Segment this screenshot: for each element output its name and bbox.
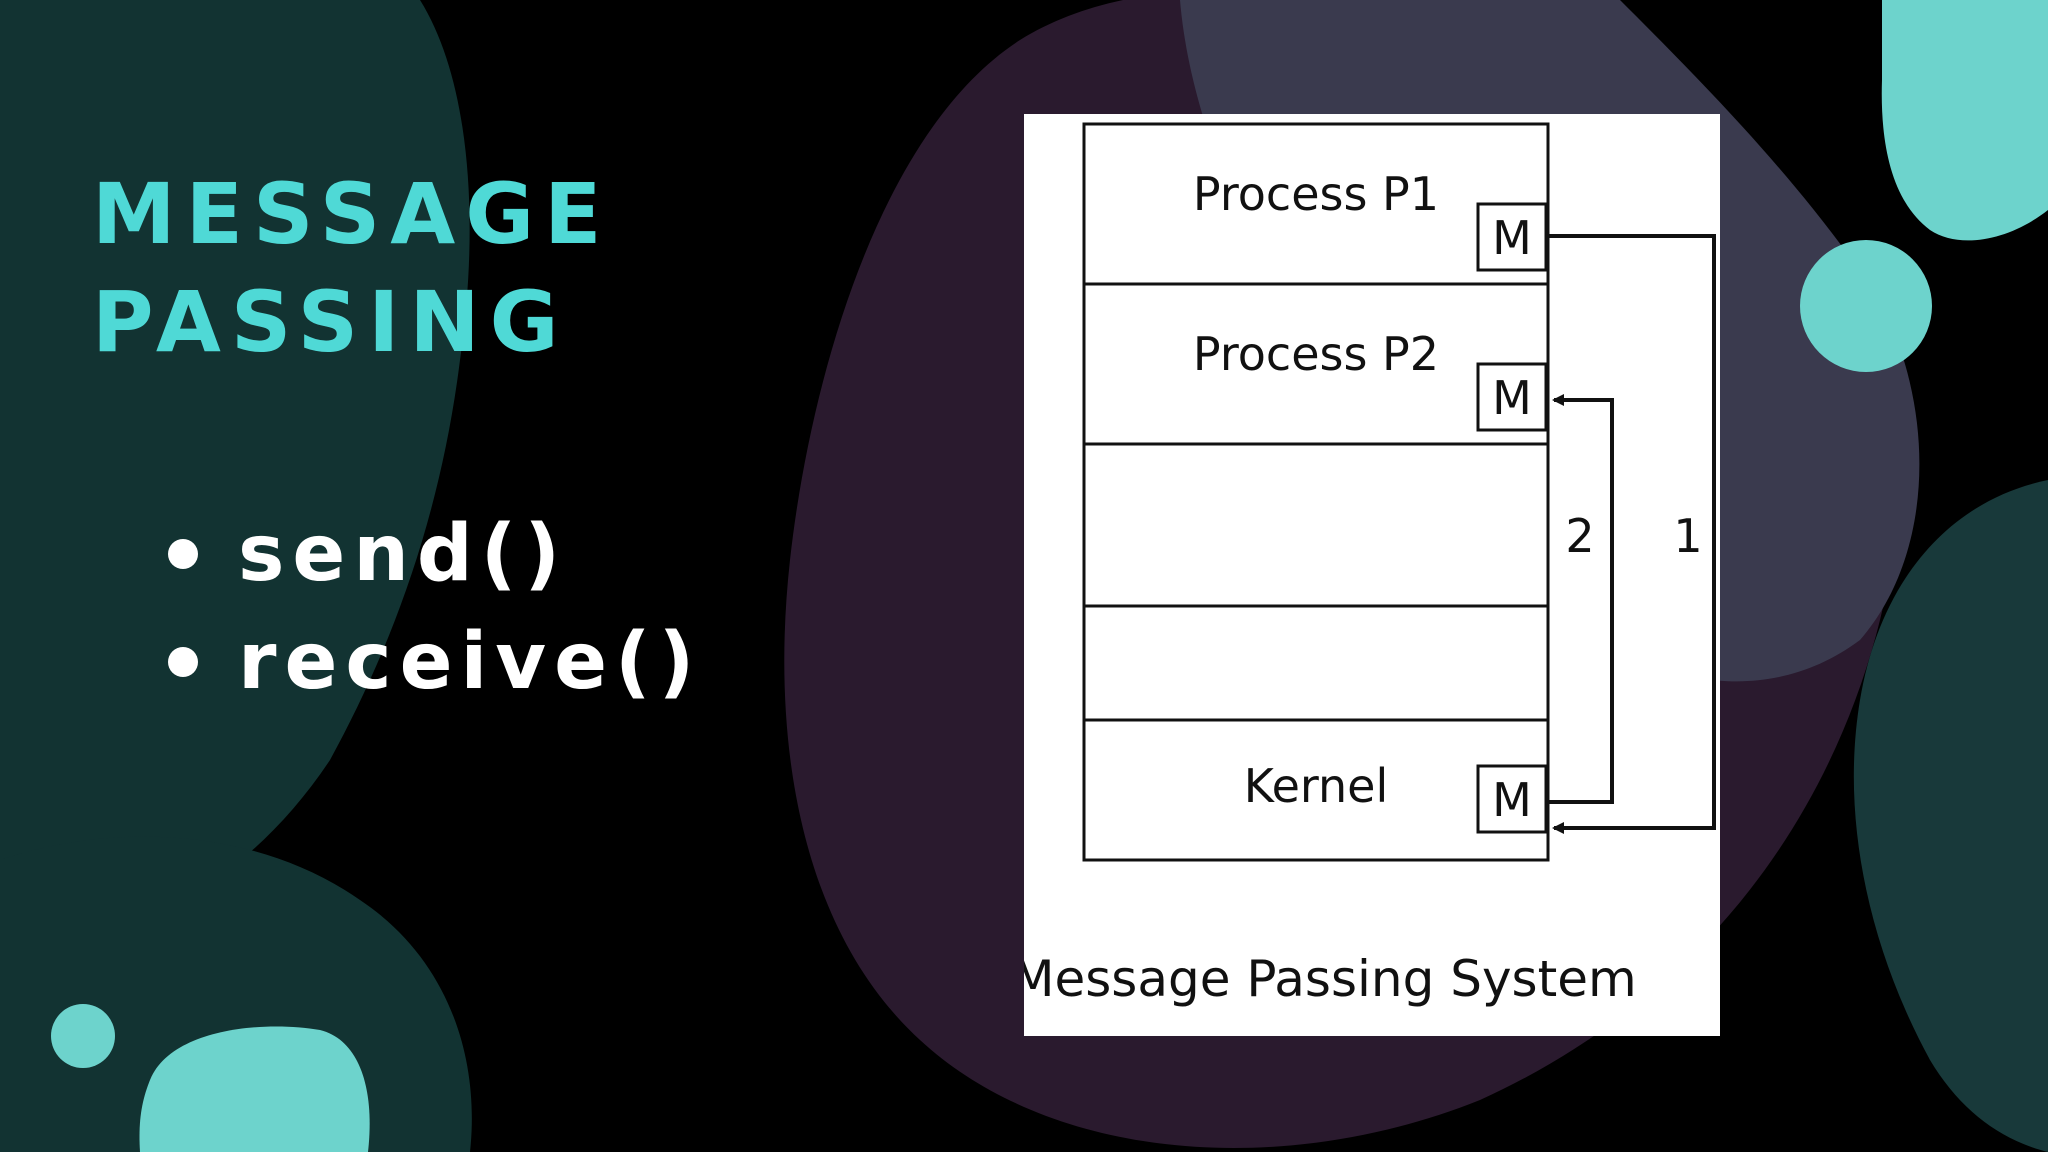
diagram-caption: Message Passing System: [1024, 950, 1637, 1008]
diagram-panel: Process P1 Process P2 Kernel M M M 1 2 M…: [1024, 114, 1720, 1036]
slide-title-line-1: MESSAGE: [92, 165, 612, 263]
arrow-2-path: [1548, 394, 1614, 804]
blob-teal-light-top: [1881, 0, 2048, 241]
label-process-p2: Process P2: [1193, 327, 1439, 381]
mailbox-kernel-label: M: [1492, 773, 1532, 827]
mailbox-p2: [1476, 362, 1548, 432]
region-empty-2: [1082, 604, 1550, 722]
bullet-item-send: send(): [168, 500, 702, 608]
arrow-1-path: [1548, 234, 1716, 834]
blob-teal-circle-small: [51, 1004, 115, 1068]
slide-title: MESSAGE PASSING: [92, 160, 612, 376]
message-passing-diagram: Process P1 Process P2 Kernel M M M 1 2 M…: [1024, 122, 1716, 1008]
mailbox-kernel: [1476, 764, 1548, 834]
label-kernel: Kernel: [1244, 759, 1389, 813]
bullet-dot-icon: [168, 539, 198, 569]
arrow-2-label: 2: [1565, 509, 1594, 563]
bullet-list: send() receive(): [168, 500, 702, 716]
label-process-p1: Process P1: [1193, 167, 1439, 221]
blob-teal-circle-right: [1800, 240, 1932, 372]
bullet-dot-icon: [168, 647, 198, 677]
blob-teal-left: [0, 0, 470, 960]
blob-teal-light-bottom: [139, 1026, 370, 1152]
blob-teal-right: [1853, 480, 2048, 1152]
region-kernel: [1082, 718, 1550, 862]
mailbox-p1: [1476, 202, 1548, 272]
slide-title-line-2: PASSING: [92, 273, 569, 371]
bullet-item-receive: receive(): [168, 608, 702, 716]
region-empty-1: [1082, 442, 1550, 608]
arrow-1-label: 1: [1673, 509, 1702, 563]
mailbox-p2-label: M: [1492, 371, 1532, 425]
bullet-text: send(): [238, 509, 568, 599]
bullet-text: receive(): [238, 617, 703, 707]
mailbox-p1-label: M: [1492, 211, 1532, 265]
